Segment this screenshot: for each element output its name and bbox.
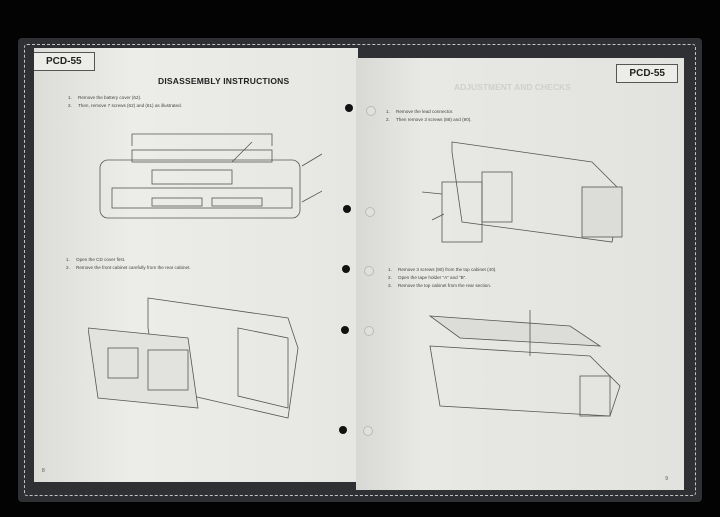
chassis-illustration [422,141,623,243]
page-punch-hole [363,426,373,436]
binder-hole [341,326,349,334]
step-text: Remove the battery cover (62). [78,95,142,100]
step-text: Open the CD cover first. [76,257,126,262]
left-page: PCD-55 DISASSEMBLY INSTRUCTIONS 1.Remove… [34,48,358,482]
model-label: PCD-55 [34,52,95,71]
steps-battery: 1.Remove the battery cover (62). 2.Then,… [68,95,182,108]
step-text: Remove the front cabinet carefully from … [76,265,191,270]
bleed-through-title: ADJUSTMENT AND CHECKS [454,82,571,92]
page-title: DISASSEMBLY INSTRUCTIONS [158,76,290,86]
step-text: Remove the lead connector. [396,109,454,114]
front-cabinet-illustration [88,297,299,419]
step-text: Then remove 3 screws (88) and (90). [396,117,472,122]
binder-hole [339,426,347,434]
page-punch-hole [364,266,374,276]
top-cabinet-removal-illustration [428,310,621,417]
steps-front-cabinet: 1.Open the CD cover first. 2.Remove the … [66,257,191,270]
page-number: 9 [665,476,668,482]
steps-top-cabinet: 1.Remove 3 screws (90) from the top cabi… [388,267,497,288]
step-text: Open the tape holder "A" and "B". [398,275,467,280]
right-page: ADJUSTMENT AND CHECKS PCD-55 1.Remove th… [356,58,684,490]
step-text: Remove 3 screws (90) from the top cabine… [398,267,497,272]
binder-stitching [24,44,696,496]
binder-hole [343,205,351,213]
page-punch-hole [364,326,374,336]
page-punch-hole [366,106,376,116]
steps-lead-connector: 1.Remove the lead connector. 2.Then remo… [386,109,472,122]
binder-hole [345,104,353,112]
page-number: 8 [42,468,45,474]
step-text: Remove the top cabinet from the rear sec… [398,283,492,288]
model-label: PCD-55 [616,64,678,83]
step-text: Then, remove 7 screws (62) and (61) as i… [78,103,182,108]
binder-hole [342,265,350,273]
page-punch-hole [365,207,375,217]
rear-cabinet-illustration [99,133,322,219]
